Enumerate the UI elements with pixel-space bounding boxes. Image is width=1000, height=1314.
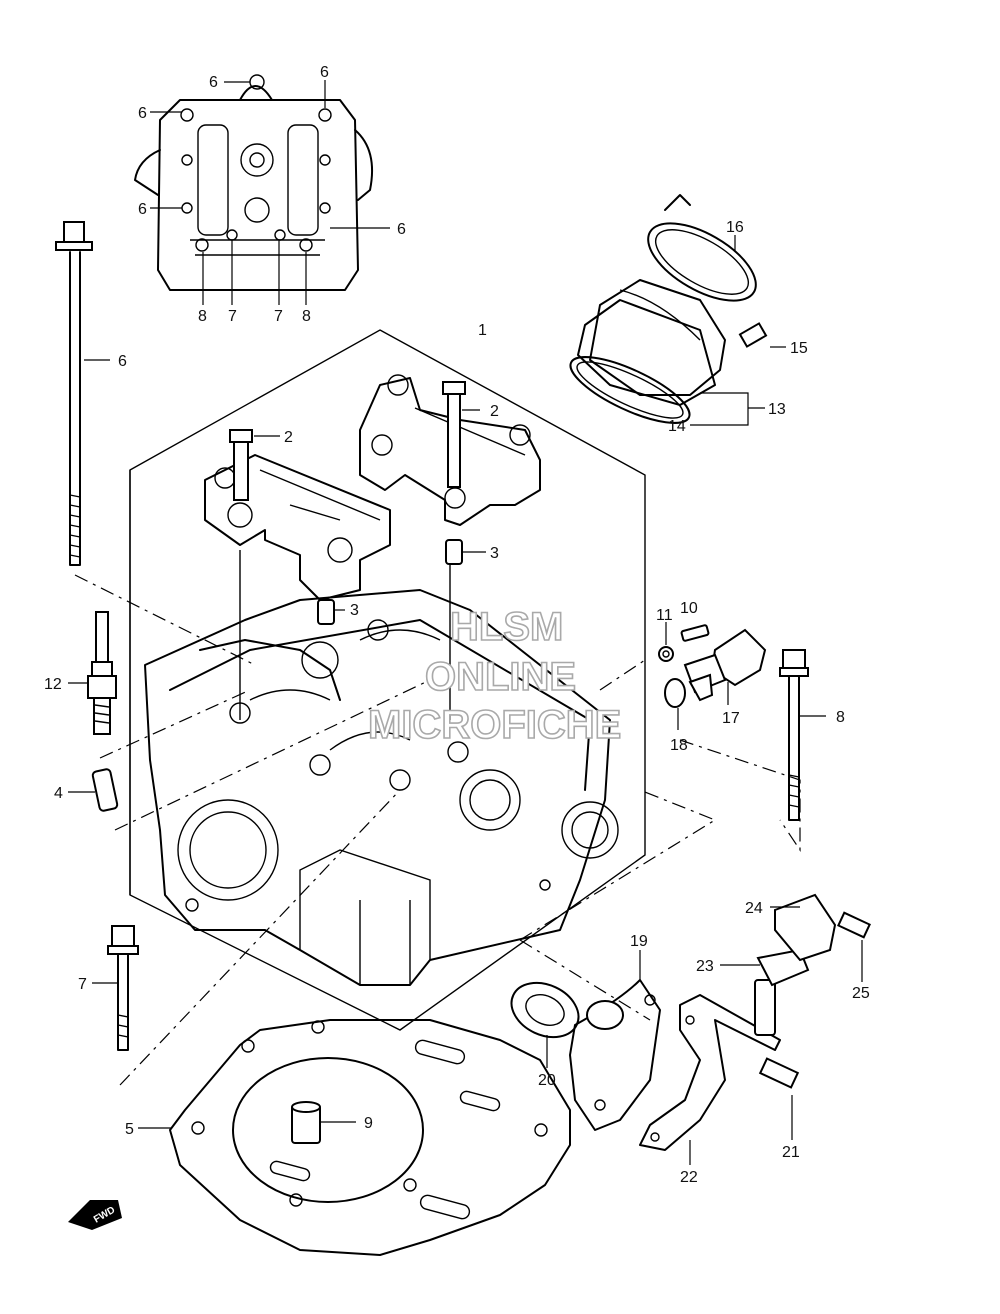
bolt-8	[779, 649, 826, 821]
cylinder-head-top-view	[134, 74, 390, 305]
callout-label: 23	[696, 958, 714, 975]
callout-label: 10	[680, 600, 698, 617]
callout-label: 12	[44, 676, 62, 693]
callout-label: 2	[490, 403, 499, 420]
callout-label: 18	[670, 737, 688, 754]
callout-label: 6	[118, 353, 127, 370]
callout-label: 25	[852, 985, 870, 1002]
pin-4	[68, 768, 119, 812]
callout-label: 22	[680, 1169, 698, 1186]
callout-label: 4	[54, 785, 63, 802]
dowel-pins-3	[317, 539, 486, 625]
intake-pipe-assembly	[569, 194, 786, 426]
callout-label: 24	[745, 900, 763, 917]
watermark: HLSM ONLINE MICROFICHE	[367, 604, 622, 748]
explode-frame	[74, 329, 801, 1086]
head-gasket-5	[138, 1019, 571, 1256]
camshaft-holder-left	[204, 429, 391, 601]
cylinder-head	[144, 589, 619, 986]
watermark-line-2: ONLINE	[425, 655, 576, 699]
callout-label: 19	[630, 933, 648, 950]
callout-label: 9	[364, 1115, 373, 1132]
thermostat-20	[510, 950, 661, 1131]
bolt-6	[55, 221, 110, 566]
camshaft-holder-right	[359, 374, 541, 526]
callout-label: 2	[284, 429, 293, 446]
callout-label: 17	[722, 710, 740, 727]
callout-label: 3	[490, 545, 499, 562]
callout-label: 14	[668, 418, 686, 435]
callout-label: 13	[768, 401, 786, 418]
callout-label: 21	[782, 1144, 800, 1161]
bracket-assembly	[639, 893, 871, 1165]
callout-label: 7	[228, 308, 237, 325]
forward-arrow: FWD	[68, 1200, 122, 1230]
watermark-line-3: MICROFICHE	[368, 703, 621, 747]
callout-label: 5	[125, 1121, 134, 1138]
callout-label: 6	[397, 221, 406, 238]
temp-sensor-17	[658, 622, 767, 730]
watermark-line-1: HLSM	[450, 605, 563, 649]
callout-label: 11	[656, 607, 673, 624]
callout-label: 20	[538, 1072, 556, 1089]
spark-plug-12	[68, 611, 117, 735]
callout-label: 6	[320, 64, 329, 81]
callout-label: 15	[790, 340, 808, 357]
callouts: 6 6 6 6 6 8 7 7 8 6 16 1 15 2 13 2 14 3 …	[44, 64, 870, 1186]
callout-label: 1	[478, 322, 487, 339]
callout-label: 7	[78, 976, 87, 993]
callout-label: 8	[198, 308, 207, 325]
callout-label: 6	[209, 74, 218, 91]
callout-label: 16	[726, 219, 744, 236]
callout-label: 6	[138, 105, 147, 122]
callout-label: 8	[302, 308, 311, 325]
callout-label: 7	[274, 308, 283, 325]
callout-label: 3	[350, 602, 359, 619]
callout-label: 8	[836, 709, 845, 726]
callout-label: 6	[138, 201, 147, 218]
bolt-7	[92, 925, 139, 1051]
